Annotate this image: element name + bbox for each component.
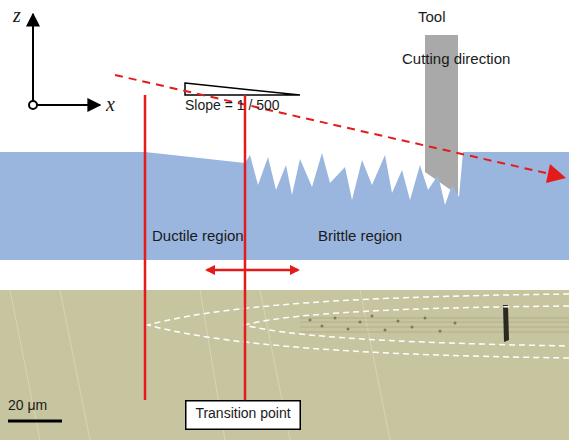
fracture-pits [309, 315, 457, 333]
transition-line [244, 95, 247, 400]
origin [29, 101, 37, 109]
scale-bar [8, 420, 62, 423]
node-text: Tool [418, 8, 446, 25]
region-boundary [144, 95, 147, 400]
z-axis [32, 14, 34, 105]
node-text: Ductile region [152, 227, 244, 244]
scale-label: 20 μm [8, 397, 47, 413]
micrograph [0, 290, 569, 440]
cutting-arrowhead [546, 164, 566, 183]
transition-box: Transition point [185, 400, 301, 430]
range-arrow [207, 269, 298, 272]
node-text: Brittle region [318, 227, 402, 244]
slope-label: Slope = 1 / 500 [185, 97, 280, 113]
cut-boundary [148, 294, 569, 358]
crack [503, 305, 509, 342]
slope-triangle [185, 83, 300, 95]
x-axis [33, 104, 100, 106]
workpiece-band: Ductile region Brittle region [0, 145, 569, 265]
cut-marks [300, 318, 569, 332]
axis-label: x [106, 93, 115, 116]
node-text: Transition point [185, 405, 301, 421]
axis-label: z [13, 4, 21, 27]
direction-label: Cutting direction [402, 50, 510, 67]
shape-outline [0, 145, 569, 265]
surface-streaks [10, 290, 390, 440]
cutting-path [115, 75, 550, 174]
